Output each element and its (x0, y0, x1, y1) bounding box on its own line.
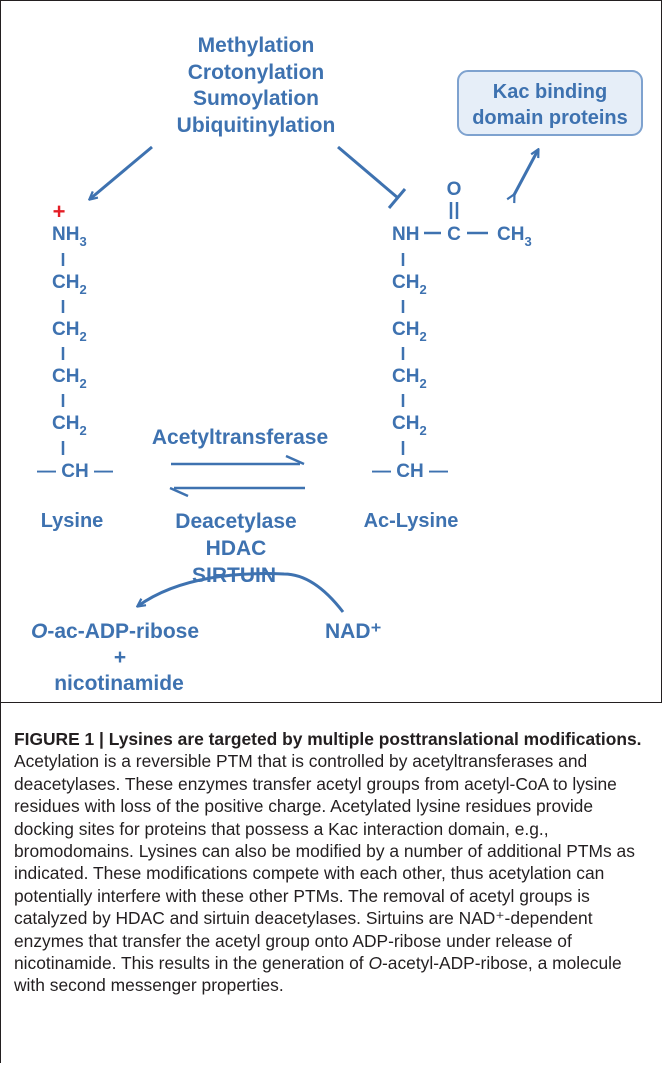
nicotinamide-label: nicotinamide (54, 672, 184, 695)
caption-body-end: -acetyl-ADP-ribose, a molecule with seco… (14, 953, 622, 996)
lysine-nh-text: NH (52, 224, 79, 245)
kac-binding-box: Kac binding domain proteins (457, 70, 643, 136)
lysine-ch-text: CH (52, 366, 79, 387)
kac-box-line2: domain proteins (472, 107, 628, 129)
products-plus: + (114, 646, 126, 669)
lysine-structure: + NH3 CH2 CH2 CH2 CH2 — CH — Lysine (37, 199, 113, 532)
ptm-methylation: Methylation (198, 34, 315, 57)
aclysine-ch3-text: CH (497, 224, 524, 245)
kac-box-line1: Kac binding (493, 81, 607, 103)
lysine-ch-subscript: 2 (79, 376, 86, 391)
frame-top-border (0, 0, 661, 1)
aclysine-ch-subscript: 2 (419, 282, 426, 297)
lysine-nh3: NH3 (52, 224, 87, 249)
aclysine-ch-subscript: 2 (419, 329, 426, 344)
lysine-ch-text: CH (52, 413, 79, 434)
aclysine-ch2: CH2 (392, 319, 427, 344)
aclysine-ch2: CH2 (392, 272, 427, 297)
caption-title: FIGURE 1 | Lysines are targeted by multi… (14, 729, 642, 749)
aclysine-ch2: CH2 (392, 366, 427, 391)
lysine-acetylation-diagram: Methylation Crotonylation Sumoylation Ub… (31, 34, 643, 695)
aclysine-ch3-subscript: 3 (524, 234, 531, 249)
aclysine-nh: NH (392, 224, 419, 245)
aclysine-label: Ac-Lysine (364, 510, 459, 532)
acetyltransferase-label: Acetyltransferase (152, 426, 328, 449)
ptm-list: Methylation Crotonylation Sumoylation Ub… (177, 34, 336, 137)
sirtuin-reaction-curve (138, 572, 345, 613)
aclysine-backbone: — CH — (372, 461, 448, 482)
reverse-arrow-head (169, 486, 189, 498)
aclysine-ch-text: CH (392, 319, 419, 340)
deacetylase-label: Deacetylase (175, 510, 296, 533)
lysine-ch-subscript: 2 (79, 282, 86, 297)
lysine-nh-subscript: 3 (79, 234, 86, 249)
frame-divider (0, 702, 662, 703)
aclysine-ch-text: CH (392, 366, 419, 387)
oac-adp-ribose-label: O-ac-ADP-ribose (31, 620, 199, 643)
caption-italic-o: O (368, 953, 382, 974)
aclysine-ch-text: CH (392, 413, 419, 434)
oac-rest: -ac-ADP-ribose (47, 620, 199, 643)
lysine-ch2: CH2 (52, 319, 87, 344)
aclysine-ch-subscript: 2 (419, 423, 426, 438)
hdac-label: HDAC (206, 537, 267, 560)
caption-body: Acetylation is a reversible PTM that is … (14, 751, 635, 974)
lysine-ch2: CH2 (52, 413, 87, 438)
kac-binding-arrow (514, 150, 538, 195)
ptm-sumoylation: Sumoylation (193, 87, 319, 110)
lysine-backbone: — CH — (37, 461, 113, 482)
lysine-ch2: CH2 (52, 272, 87, 297)
aclysine-ch3: CH3 (497, 224, 532, 249)
lysine-ch-text: CH (52, 272, 79, 293)
inhibition-bar (387, 188, 407, 209)
positive-charge: + (53, 199, 66, 224)
ptm-to-lysine-arrow (90, 145, 153, 199)
aclysine-ch2: CH2 (392, 413, 427, 438)
lysine-label: Lysine (41, 510, 104, 532)
acetyl-oxygen: O (447, 179, 462, 200)
kac-box-frame (457, 70, 643, 136)
reverse-arrow (169, 486, 305, 498)
forward-arrow (171, 454, 305, 466)
frame-left-border (0, 0, 1, 1063)
nad-label: NAD⁺ (325, 620, 382, 643)
ptm-ubiquitinylation: Ubiquitinylation (177, 114, 336, 137)
oac-italic-o: O (31, 620, 47, 643)
ptm-crotonylation: Crotonylation (188, 61, 325, 84)
aclysine-ch-text: CH (392, 272, 419, 293)
ptm-inhibition-line (337, 145, 399, 200)
reaction-products: O-ac-ADP-ribose + nicotinamide NAD⁺ (31, 620, 382, 695)
figure-caption: FIGURE 1 | Lysines are targeted by multi… (14, 728, 652, 997)
lysine-ch-text: CH (52, 319, 79, 340)
aclysine-ch-subscript: 2 (419, 376, 426, 391)
lysine-ch-subscript: 2 (79, 423, 86, 438)
carbonyl-carbon: C (447, 224, 461, 245)
forward-arrow-head (285, 454, 305, 466)
acetyl-lysine-structure: O NH C CH3 CH2 CH2 CH2 CH2 — CH — Ac-Lys… (364, 179, 532, 532)
lysine-ch-subscript: 2 (79, 329, 86, 344)
lysine-ch2: CH2 (52, 366, 87, 391)
